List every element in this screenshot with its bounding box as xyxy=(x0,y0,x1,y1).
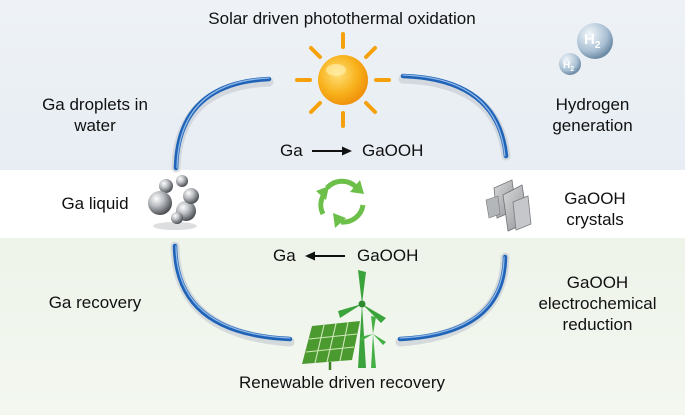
wind-turbine-icon xyxy=(338,270,386,368)
h2-bubbles-icon xyxy=(559,23,613,75)
electrochemical-reduction-label: GaOOH electrochemical reduction xyxy=(538,273,657,334)
bottom-title: Renewable driven recovery xyxy=(239,373,445,392)
ga-droplets-label: Ga droplets in water xyxy=(42,95,148,135)
reduction-product: Ga xyxy=(273,246,296,265)
solar-panel-icon xyxy=(302,321,360,370)
cycle-arc-shadows xyxy=(170,74,511,347)
sun-icon xyxy=(295,32,391,128)
h2-small-label: H2 xyxy=(563,60,575,73)
oxidation-product: GaOOH xyxy=(362,141,424,160)
cycle-arcs xyxy=(172,73,509,342)
oxidation-reactant: Ga xyxy=(280,141,303,160)
reduction-arrow xyxy=(305,251,345,261)
h2-large-label: H2 xyxy=(584,31,601,51)
gaooh-crystals-label: GaOOH crystals xyxy=(564,189,626,229)
hydrogen-generation-label: Hydrogen generation xyxy=(552,95,633,135)
top-title: Solar driven photothermal oxidation xyxy=(208,9,476,28)
recycle-icon xyxy=(316,178,366,228)
ga-recovery-label: Ga recovery xyxy=(48,293,142,312)
cycle-arc-bottom-right xyxy=(397,254,508,342)
oxidation-arrow xyxy=(312,146,352,156)
reduction-reactant: GaOOH xyxy=(357,246,419,265)
gaooh-crystals-icon xyxy=(485,179,532,232)
ga-liquid-label: Ga liquid xyxy=(61,194,129,213)
gallium-droplets-icon xyxy=(148,175,199,230)
cycle-arc-bottom-left xyxy=(172,243,293,342)
